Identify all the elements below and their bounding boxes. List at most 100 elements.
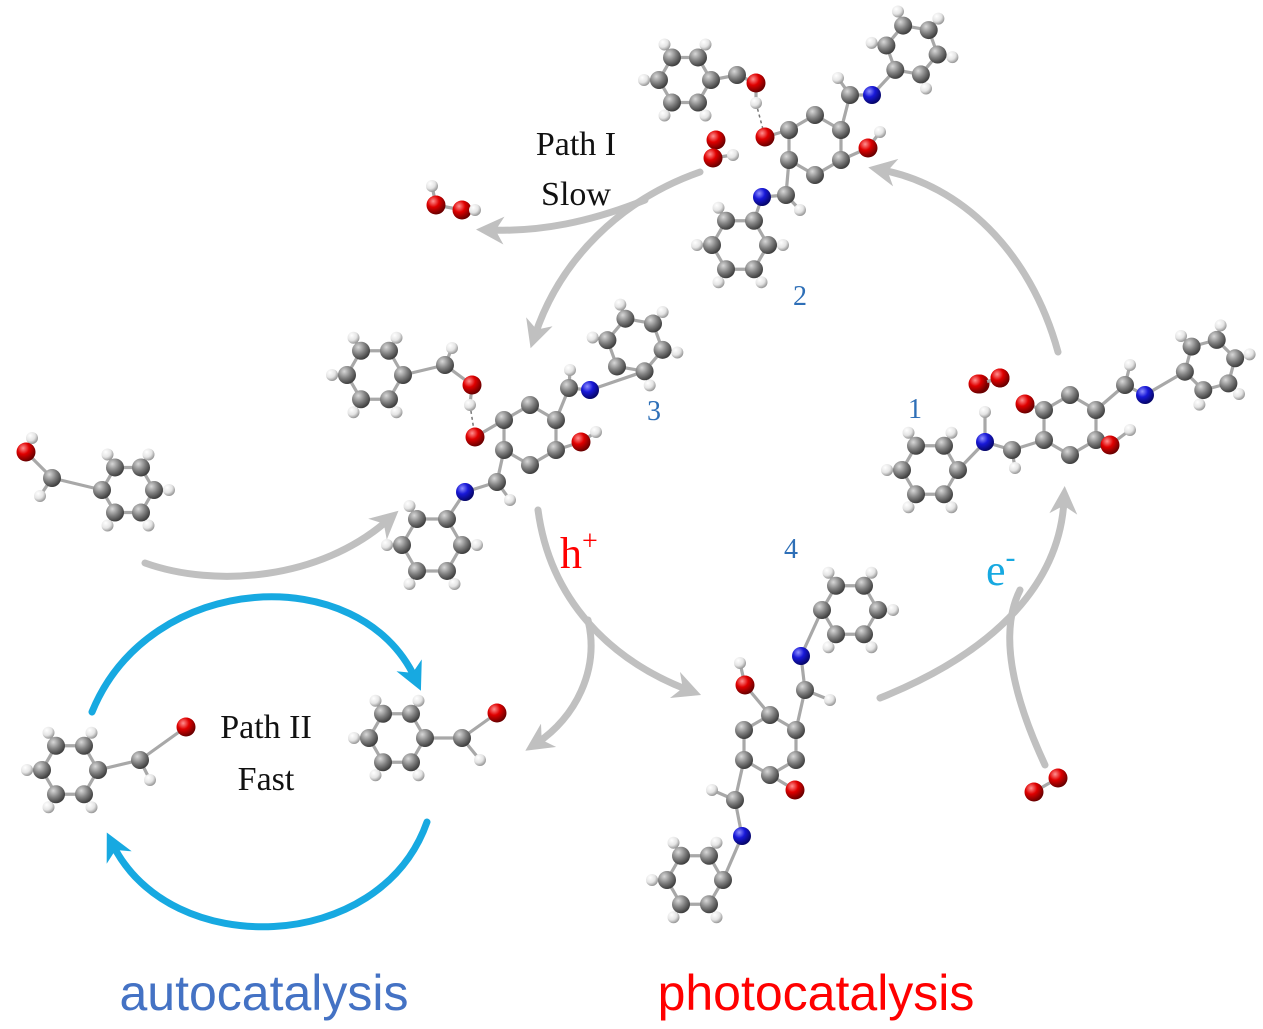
carbon-atom <box>827 576 845 595</box>
hydrogen-atom <box>658 38 671 51</box>
carbon-atom <box>393 536 411 554</box>
carbon-atom <box>352 341 370 360</box>
oxygen-atom <box>746 73 766 93</box>
hydrogen-atom <box>469 204 481 216</box>
photocatalysis-label: photocatalysis <box>658 965 975 1021</box>
hydrogen-atom <box>638 74 650 86</box>
carbon-atom <box>714 871 732 889</box>
hydrogen-atom <box>822 641 835 654</box>
carbon-atom <box>132 458 150 477</box>
hydrogen-atom <box>832 72 844 84</box>
carbon-atom <box>1194 381 1213 400</box>
hydrogen-atom <box>42 726 55 739</box>
hydrogen-atom <box>586 331 599 344</box>
carbon-atom <box>1061 446 1079 464</box>
oxygen-atom <box>735 675 755 695</box>
hydrogen-atom <box>474 754 486 766</box>
carbon-atom <box>777 186 795 204</box>
carbon-atom <box>869 601 887 619</box>
carbon-atom <box>919 21 938 40</box>
hydrogen-atom <box>1214 319 1227 332</box>
carbon-atom <box>855 576 873 595</box>
oxygen-atom <box>968 374 988 394</box>
hydrogen-atom <box>403 500 416 513</box>
carbon-atom <box>700 846 718 865</box>
hydrogen-atom <box>1009 462 1021 474</box>
carbon-atom <box>650 71 668 89</box>
carbon-atom <box>663 48 681 67</box>
carbon-atom <box>726 791 744 809</box>
carbon-atom <box>1035 431 1054 449</box>
carbon-atom <box>438 510 456 529</box>
carbon-atom <box>402 704 420 723</box>
catalyst-2-molecule <box>638 5 959 289</box>
hydrogen-atom <box>42 801 55 814</box>
arrow-1-to-2 <box>868 158 1062 356</box>
carbon-atom <box>672 846 690 865</box>
hydrogen-atom <box>794 204 806 216</box>
hydrogen-atom <box>667 911 680 924</box>
nitrogen-atom <box>976 433 994 451</box>
hydrogen-atom <box>699 109 712 122</box>
carbon-atom <box>700 895 718 914</box>
oxygen-molecule-in <box>1024 768 1068 802</box>
carbon-atom <box>608 357 627 376</box>
hydrogen-atom <box>643 379 656 392</box>
carbon-atom <box>831 151 850 169</box>
oxygen-atom <box>1024 782 1044 802</box>
carbon-atom <box>1086 431 1105 449</box>
hydrogen-atom <box>85 726 98 739</box>
arrow-autocat-top <box>88 593 422 716</box>
carbon-atom <box>761 766 779 784</box>
hydrogen-atom <box>347 331 360 344</box>
carbon-atom <box>689 48 707 67</box>
catalyst-1-molecule <box>881 319 1256 514</box>
carbon-atom <box>780 151 799 169</box>
hydrogen-atom <box>464 399 476 411</box>
hydrogen-atom <box>710 911 723 924</box>
arrow-o2-in <box>1006 586 1049 769</box>
hydrogen-atom <box>614 298 627 311</box>
hydrogen-atom <box>656 306 669 319</box>
hydrogen-atom <box>734 657 746 669</box>
hydrogen-atom <box>902 501 915 514</box>
carbon-atom <box>907 436 925 455</box>
oxygen-atom <box>487 703 507 723</box>
hydrogen-atom <box>1193 398 1206 411</box>
bond <box>589 369 646 392</box>
benzaldehyde-right-molecule <box>348 694 507 782</box>
carbon-atom <box>841 86 859 104</box>
oxygen-atom <box>858 138 878 158</box>
carbon-atom <box>831 121 850 139</box>
hydrogen-atom <box>504 494 516 506</box>
carbon-atom <box>780 121 799 139</box>
oxygen-atom <box>462 375 482 395</box>
hydrogen-atom <box>426 180 438 192</box>
hydrogen-atom <box>1243 348 1256 361</box>
hydrogen-atom <box>144 774 156 786</box>
carbon-atom <box>521 456 539 474</box>
hydrogen-atom <box>1124 424 1136 436</box>
carbon-atom <box>1175 362 1194 381</box>
hydrogen-atom <box>902 426 915 439</box>
hydrogen-atom <box>446 342 458 354</box>
carbon-atom <box>438 561 456 580</box>
water-molecule <box>426 180 481 220</box>
oxygen-molecule-1 <box>968 368 1010 394</box>
hydrogen-atom <box>101 519 114 532</box>
carbon-atom <box>374 753 392 772</box>
hydrogen-atom <box>590 426 602 438</box>
hydrogen-atom <box>946 51 959 64</box>
nitrogen-atom <box>456 483 474 501</box>
carbon-atom <box>1035 401 1054 419</box>
hydrogen-atom <box>101 448 114 461</box>
blue-arrows <box>88 593 431 931</box>
oxygen-atom <box>990 368 1010 388</box>
hydroperoxyl-molecule <box>703 130 739 168</box>
carbon-atom <box>360 729 378 747</box>
hydrogen-atom <box>750 97 762 109</box>
path2-label-line1: Path II <box>220 709 312 746</box>
hydrogen-atom <box>671 346 684 359</box>
carbon-atom <box>1182 337 1201 356</box>
